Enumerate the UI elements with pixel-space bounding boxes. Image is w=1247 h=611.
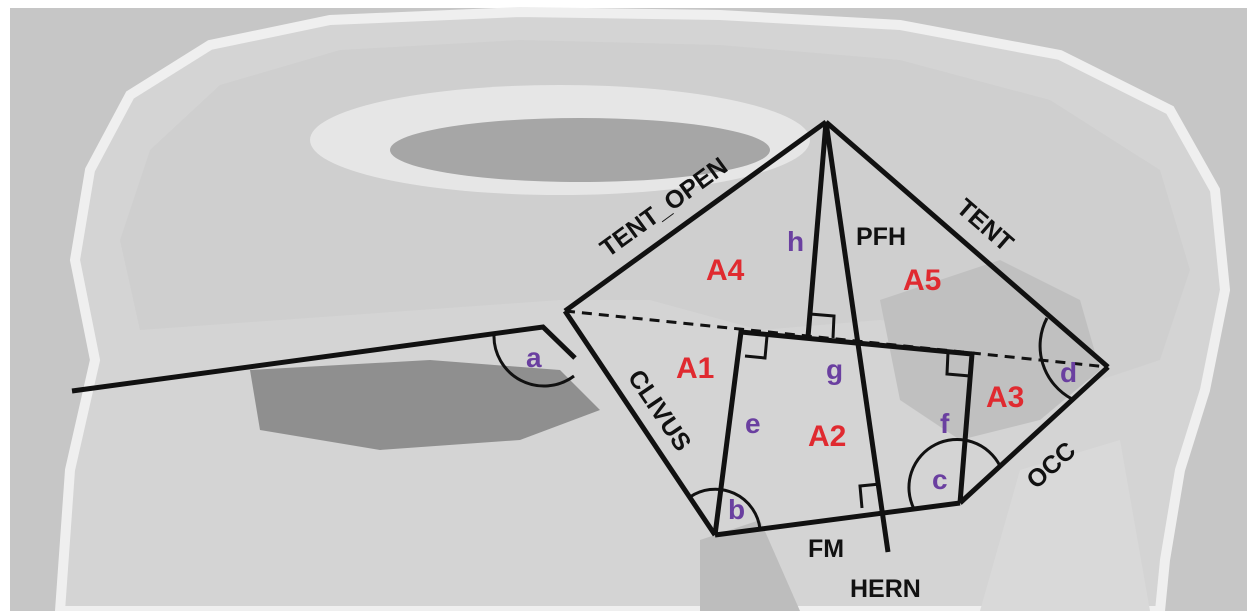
right-angle-marker-hern [858, 482, 881, 509]
label-fm: FM [808, 535, 844, 563]
angle-arc-c [907, 438, 1002, 510]
region-labels: A1 A2 A3 A4 A5 [676, 254, 1024, 453]
image-border-top [0, 0, 1247, 8]
measurement-lines [71, 119, 1110, 553]
dashed-reference-line [564, 309, 1109, 369]
angle-arc-d [1038, 317, 1073, 401]
h-line [805, 121, 829, 338]
angle-label-b: b [728, 494, 745, 525]
region-label-a1: A1 [676, 352, 714, 385]
nasal-airway [250, 360, 600, 450]
angle-label-a: a [526, 342, 542, 373]
clivus-line [562, 309, 718, 537]
neck-soft-tissue [980, 440, 1150, 611]
tent-line [824, 120, 1110, 369]
region-label-a3: A3 [986, 381, 1024, 414]
fm-line [714, 500, 961, 538]
angle-arc-a [492, 333, 575, 388]
angle-arcs [492, 317, 1073, 530]
right-angle-marker-f [945, 351, 971, 378]
label-hern: HERN [850, 575, 921, 603]
angle-arc-b [689, 487, 762, 530]
right-angle-marker-e [744, 335, 769, 360]
region-label-a4: A4 [706, 254, 745, 287]
occ-line [958, 365, 1110, 505]
pfh-line [823, 121, 891, 553]
image-border-left [0, 0, 10, 611]
baseline-angle-a-line [71, 324, 577, 394]
region-label-a5: A5 [903, 264, 941, 297]
angle-label-d: d [1060, 357, 1077, 388]
spinal-column [700, 520, 800, 611]
angle-label-c: c [932, 464, 948, 495]
label-pfh: PFH [856, 223, 906, 251]
region-label-a2: A2 [808, 420, 846, 453]
tent-open-line [563, 119, 828, 314]
cerebellum-shadow [880, 260, 1100, 440]
a2-rectangle [712, 329, 975, 536]
angle-labels: a b c d e f g h [526, 226, 1077, 525]
angle-label-e: e [745, 408, 761, 439]
right-angle-markers [744, 312, 971, 509]
ventricle [390, 118, 770, 182]
angle-label-h: h [787, 226, 804, 257]
angle-label-f: f [940, 408, 950, 439]
right-angle-marker-h [809, 312, 836, 339]
angle-label-g: g [826, 354, 843, 385]
